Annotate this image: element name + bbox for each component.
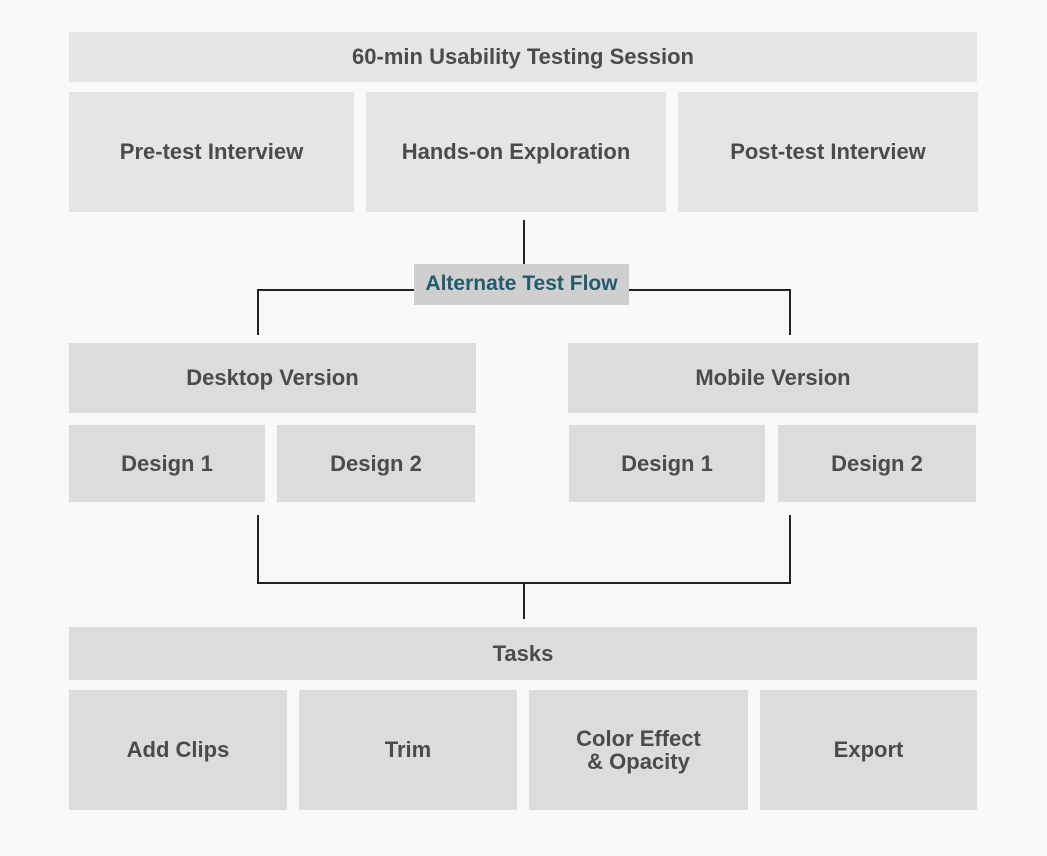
phase-post-test-interview: Post-test Interview [678,92,978,212]
tasks-title: Tasks [69,627,977,680]
task-trim: Trim [299,690,517,810]
design-label: Design 1 [121,450,213,476]
phase-pre-test-interview: Pre-test Interview [69,92,354,212]
version-title: Desktop Version [186,365,359,391]
design-label: Design 1 [621,450,713,476]
design-label: Design 2 [330,450,422,476]
task-label: Export [833,737,904,763]
phase-label: Post-test Interview [730,139,926,165]
mobile-version-box: Mobile Version [568,343,978,413]
task-add-clips: Add Clips [69,690,287,810]
mobile-design-1: Design 1 [569,425,765,502]
desktop-version-box: Desktop Version [69,343,476,413]
tasks-title-text: Tasks [492,640,554,666]
design-label: Design 2 [831,450,923,476]
task-color-effect-opacity: Color Effect & Opacity [529,690,748,810]
alternate-test-flow-label: Alternate Test Flow [414,264,629,305]
mobile-design-2: Design 2 [778,425,976,502]
phase-label: Hands-on Exploration [401,139,631,165]
task-label: Add Clips [126,737,230,763]
task-export: Export [760,690,977,810]
session-title-text: 60-min Usability Testing Session [352,44,694,70]
phase-label: Pre-test Interview [119,139,304,165]
desktop-design-2: Design 2 [277,425,475,502]
task-label: Color Effect & Opacity [576,725,701,774]
version-title: Mobile Version [695,365,851,391]
phase-hands-on-exploration: Hands-on Exploration [366,92,666,212]
task-label: Trim [384,737,432,763]
flow-label-text: Alternate Test Flow [425,272,618,296]
session-title: 60-min Usability Testing Session [69,32,977,82]
desktop-design-1: Design 1 [69,425,265,502]
